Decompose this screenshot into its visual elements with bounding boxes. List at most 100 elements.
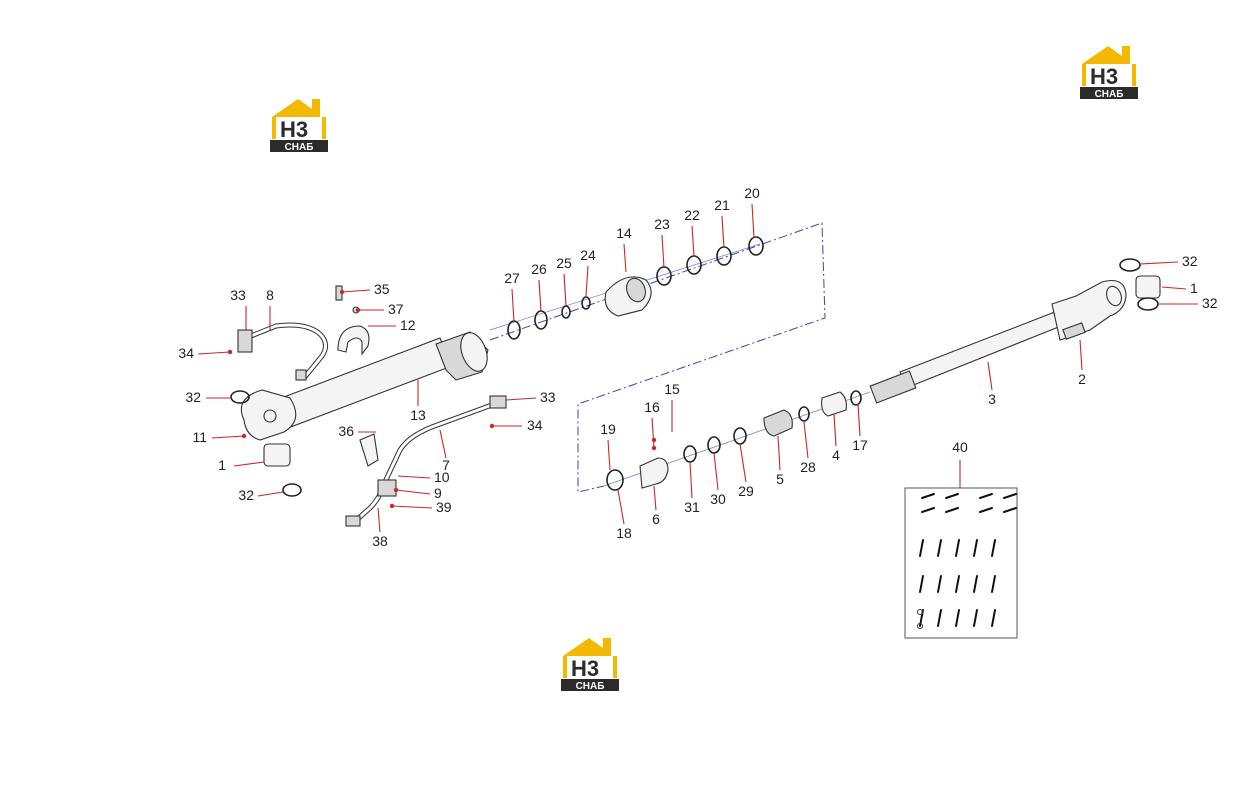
leader-line-30 [713, 452, 719, 491]
kit-pin-item [955, 575, 960, 593]
logo-caption: СНАБ [576, 681, 605, 692]
kit-seal-item [1003, 507, 1017, 513]
pipe-clamp [337, 325, 370, 356]
leader-line-38 [377, 507, 381, 533]
leader-line-31 [689, 461, 693, 499]
leader-line-14 [623, 243, 627, 273]
part-label-11: 11 [192, 429, 207, 445]
part-label-34: 34 [178, 345, 194, 361]
part-label-1: 1 [1190, 280, 1198, 296]
part-label-26: 26 [531, 261, 547, 277]
kit-pin-item [973, 539, 978, 557]
kit-pin-item [937, 609, 942, 627]
kit-pin-item [919, 575, 924, 593]
part-label-10: 10 [434, 469, 450, 485]
leader-line-33 [505, 397, 537, 401]
bushing-right [1119, 258, 1161, 311]
brand-logo-bottom-center: H3 СНАБ [561, 638, 619, 692]
brand-logo-top-left: H3 СНАБ [270, 99, 328, 153]
part-label-33: 33 [230, 287, 246, 303]
leader-line-16 [651, 417, 655, 449]
seal-kit-box [904, 487, 1018, 639]
part-label-29: 29 [738, 483, 754, 499]
leader-end-dot [355, 307, 361, 313]
kit-seal-item [921, 507, 935, 513]
part-label-1: 1 [218, 457, 226, 473]
leader-line-35 [341, 289, 371, 293]
leader-line-32 [257, 491, 284, 497]
kit-pin-item [919, 539, 924, 557]
kit-pin-item [991, 575, 996, 593]
piston-rod [869, 279, 1127, 404]
leader-line-32 [1139, 261, 1179, 265]
kit-pin-item [937, 575, 942, 593]
part-label-13: 13 [410, 407, 426, 423]
part-label-25: 25 [556, 255, 572, 271]
logo-letters: H3 [1090, 64, 1118, 89]
leader-line-24 [585, 265, 589, 297]
brand-logo-top-right: H3 СНАБ [1080, 46, 1138, 100]
part-label-15: 15 [664, 381, 680, 397]
leader-line-6 [653, 485, 657, 511]
part-label-40: 40 [952, 439, 968, 455]
leader-end-dot [489, 423, 495, 429]
leader-line-11 [211, 435, 245, 439]
kit-pin-item [955, 609, 960, 627]
part-label-32: 32 [1182, 253, 1198, 269]
leader-line-29 [739, 443, 747, 483]
logo-letters: H3 [280, 117, 308, 142]
logo-caption: СНАБ [1095, 89, 1124, 100]
part-label-14: 14 [616, 225, 632, 241]
part-label-9: 9 [434, 485, 442, 501]
part-label-27: 27 [504, 270, 520, 286]
part-label-20: 20 [744, 185, 760, 201]
part-label-31: 31 [684, 499, 700, 515]
logo-letters: H3 [571, 656, 599, 681]
part-label-19: 19 [600, 421, 616, 437]
kit-pin-item [991, 539, 996, 557]
part-label-16: 16 [644, 399, 660, 415]
part-label-34: 34 [527, 417, 543, 433]
leader-line-26 [538, 279, 542, 313]
leader-line-20 [751, 203, 755, 239]
part-label-32: 32 [1202, 295, 1218, 311]
kit-pin-item [973, 575, 978, 593]
leader-line-7 [439, 429, 447, 459]
leader-line-27 [511, 288, 515, 323]
part-label-32: 32 [185, 389, 201, 405]
logo-caption: СНАБ [285, 142, 314, 153]
part-number-labels: 1123456789101112131415161718192021222324… [178, 185, 1217, 549]
leader-line-9 [395, 489, 431, 495]
leader-line-3 [987, 361, 993, 391]
kit-pin-item [991, 609, 996, 627]
part-label-4: 4 [832, 447, 840, 463]
kit-pin-item [955, 539, 960, 557]
part-label-37: 37 [388, 301, 404, 317]
part-label-38: 38 [372, 533, 388, 549]
part-label-39: 39 [436, 499, 452, 515]
bushing-left [230, 390, 302, 497]
part-label-8: 8 [266, 287, 274, 303]
leader-line-28 [803, 421, 809, 459]
part-label-32: 32 [238, 487, 254, 503]
part-label-24: 24 [580, 247, 596, 263]
kit-seal-item [1003, 493, 1017, 499]
part-label-2: 2 [1078, 371, 1086, 387]
kit-seal-item [945, 493, 959, 499]
part-label-6: 6 [652, 511, 660, 527]
hydraulic-pipe-lower [345, 395, 507, 527]
hydraulic-pipe-upper [237, 322, 328, 381]
part-label-3: 3 [988, 391, 996, 407]
leader-line-1 [233, 461, 265, 467]
piston-assembly-parts [606, 390, 862, 491]
leader-line-19 [607, 439, 611, 471]
kit-ring-item [917, 609, 923, 615]
leader-end-dot [389, 503, 395, 509]
part-label-5: 5 [776, 471, 784, 487]
leader-line-17 [857, 403, 861, 437]
leader-line-39 [391, 505, 433, 509]
leader-line-34 [197, 351, 231, 355]
kit-pin-item [973, 609, 978, 627]
leader-line-23 [661, 234, 665, 269]
